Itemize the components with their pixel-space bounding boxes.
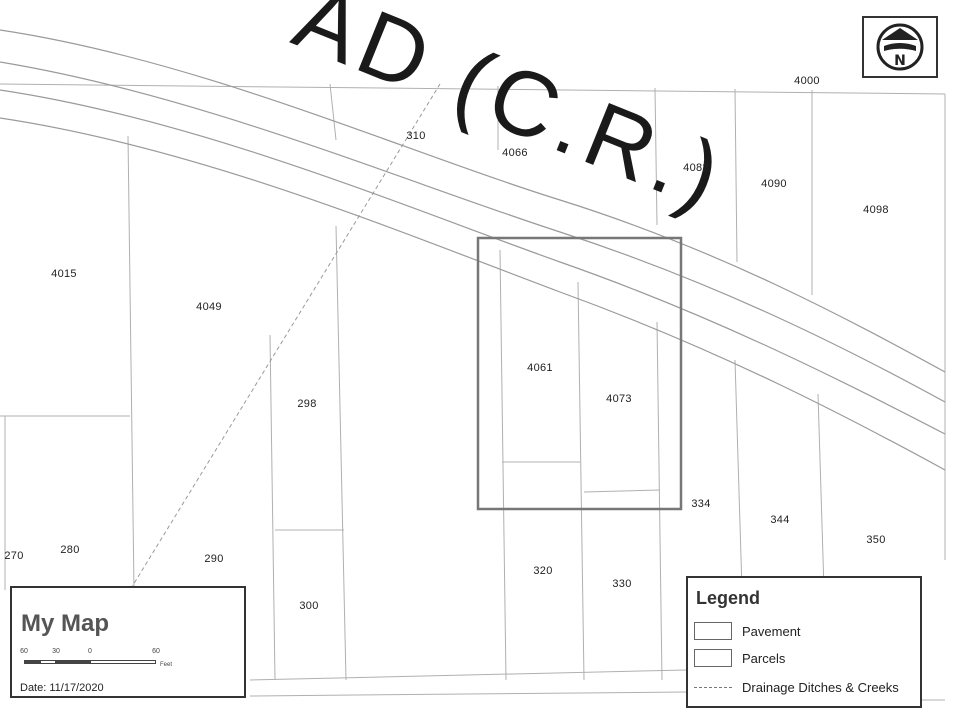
scale-tick: 30: [52, 648, 60, 655]
parcel-label-334[interactable]: 334: [691, 498, 711, 510]
map-title: My Map: [21, 610, 110, 637]
scale-units: Feet: [160, 662, 173, 668]
scale-segment: [24, 660, 40, 664]
scale-tick: 0: [88, 648, 92, 655]
scale-segment: [56, 660, 90, 664]
parcel-label-4090[interactable]: 4090: [761, 178, 787, 190]
legend-label: Pavement: [742, 624, 801, 639]
legend-item-pavement: Pavement: [694, 622, 918, 642]
parcel-label-4066[interactable]: 4066: [502, 147, 528, 159]
parcel-lines: [0, 83, 946, 701]
legend-label: Parcels: [742, 651, 786, 666]
parcel-label-4015[interactable]: 4015: [51, 268, 77, 280]
parcel-label-4073[interactable]: 4073: [606, 393, 632, 405]
parcel-label-4000[interactable]: 4000: [794, 75, 820, 87]
scale-tick: 60: [152, 648, 160, 655]
parcel-label-320[interactable]: 320: [533, 565, 553, 577]
legend-label: Drainage Ditches & Creeks: [742, 680, 899, 695]
scale-bar: 60 30 0 60 Feet: [20, 648, 173, 674]
road-edges: [0, 29, 946, 471]
parcel-label-280[interactable]: 280: [60, 544, 80, 556]
scale-tick: 60: [20, 648, 28, 655]
parcel-label-310[interactable]: 310: [406, 130, 426, 142]
legend-swatch: [694, 649, 732, 667]
legend-swatch: [694, 622, 732, 640]
legend-item-drainage: Drainage Ditches & Creeks: [694, 678, 918, 698]
parcel-label-290[interactable]: 290: [204, 553, 224, 565]
parcel-label-4098[interactable]: 4098: [863, 204, 889, 216]
parcel-label-270[interactable]: 270: [4, 550, 24, 562]
parcel-label-300[interactable]: 300: [299, 600, 319, 612]
legend-box: Legend Pavement Parcels Drainage Ditches…: [686, 576, 922, 708]
parcel-label-344[interactable]: 344: [770, 514, 790, 526]
scale-segment: [40, 660, 56, 664]
drainage-ditch: [129, 83, 441, 591]
legend-line-swatch: [694, 687, 732, 688]
parcel-label-4082[interactable]: 4082: [683, 162, 709, 174]
legend-item-parcels: Parcels: [694, 649, 918, 669]
subject-parcel-highlight: [476, 236, 683, 511]
parcel-label-330[interactable]: 330: [612, 578, 632, 590]
svg-text:N: N: [894, 53, 906, 69]
compass-icon: N: [876, 23, 924, 71]
parcel-label-4049[interactable]: 4049: [196, 301, 222, 313]
parcel-label-350[interactable]: 350: [866, 534, 886, 546]
legend-title: Legend: [696, 588, 761, 608]
parcel-label-4061[interactable]: 4061: [527, 362, 553, 374]
north-arrow-icon: N: [862, 16, 938, 78]
parcel-label-298[interactable]: 298: [297, 398, 317, 410]
map-date: Date: 11/17/2020: [20, 682, 104, 694]
map-title-box: My Map 60 30 0 60 Feet Date: 11/17/2020: [10, 586, 246, 698]
scale-segment: [90, 660, 156, 664]
